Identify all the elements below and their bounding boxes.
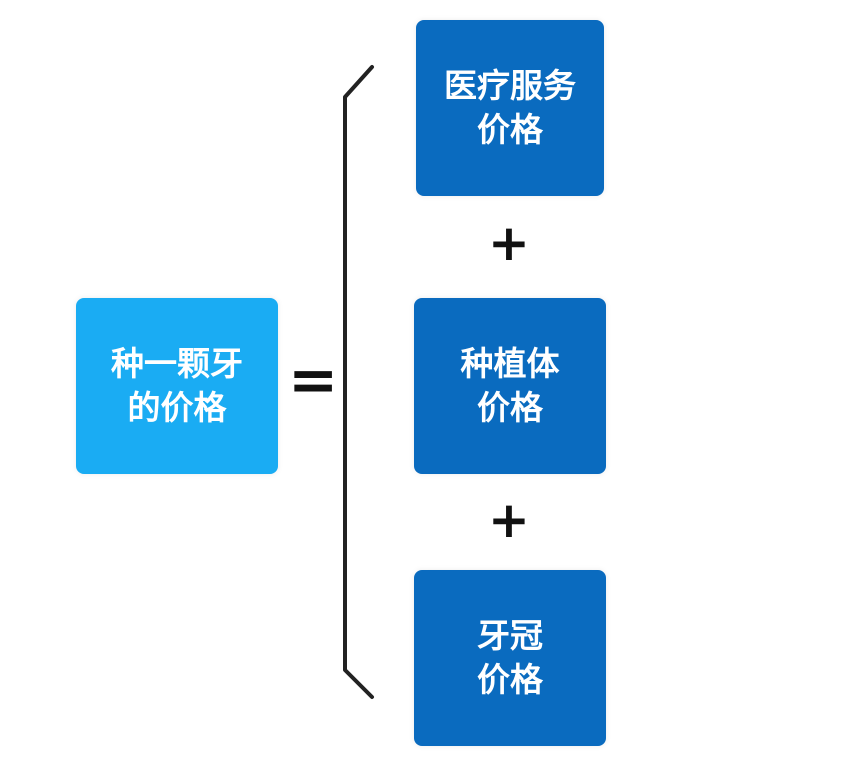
total-price-label: 种一颗牙 的价格 <box>111 344 243 427</box>
component-box-crown: 牙冠 价格 <box>414 570 606 746</box>
component-label: 种植体 价格 <box>460 344 560 427</box>
component-label: 医疗服务 价格 <box>444 66 576 149</box>
plus-sign: + <box>488 491 530 549</box>
component-label: 牙冠 价格 <box>477 616 543 699</box>
component-box-medical-service: 医疗服务 价格 <box>416 20 604 196</box>
component-box-implant: 种植体 价格 <box>414 298 606 474</box>
plus-sign: + <box>488 214 530 272</box>
equals-sign: = <box>288 345 339 415</box>
total-price-box: 种一颗牙 的价格 <box>76 298 278 474</box>
